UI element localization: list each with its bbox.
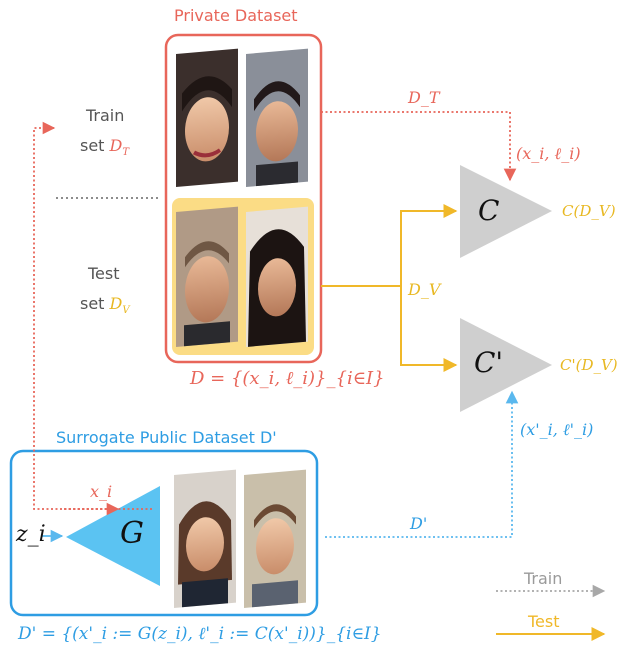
test-flow-label: D_V [408, 280, 441, 299]
public-dataset-definition: D' = {(x'_i := G(z_i), ℓ'_i := C(x'_i))}… [18, 624, 382, 644]
train-set-label: set DT [80, 136, 129, 158]
legend-test-label: Test [528, 612, 560, 631]
public-face-image-2 [244, 469, 306, 608]
test-label: Test [88, 264, 120, 283]
public-flow-label: D' [410, 514, 428, 533]
private-dataset-box [164, 33, 323, 364]
x-i-label: x_i [90, 482, 113, 501]
classifier-c-output: C(D_V) [562, 202, 616, 220]
train-face-image-1 [176, 48, 238, 187]
classifier-c-prime-output: C'(D_V) [560, 356, 618, 374]
test-set-prefix: set [80, 294, 105, 313]
classifier-c-prime-shape [460, 318, 552, 412]
test-face-image-1 [176, 206, 238, 347]
train-flow-arrow [321, 111, 517, 182]
classifier-c-shape [460, 165, 552, 258]
train-face-image-2 [246, 48, 308, 187]
private-dataset-title: Private Dataset [174, 6, 298, 25]
public-dataset-title: Surrogate Public Dataset D' [56, 428, 277, 447]
test-flow-to-c [400, 204, 458, 286]
private-sample-label: (x_i, ℓ_i) [516, 144, 581, 163]
generator-shape [66, 486, 160, 586]
classifier-c-prime-label: C' [474, 346, 504, 379]
train-label: Train [86, 106, 125, 125]
test-face-image-2 [246, 206, 308, 347]
private-dataset-definition: D = {(x_i, ℓ_i)}_{i∈I} [190, 368, 385, 389]
legend-train-label: Train [524, 569, 563, 588]
public-sample-label: (x'_i, ℓ'_i) [520, 420, 594, 439]
latent-z-label: z_i [16, 522, 46, 547]
test-set-label: set DV [80, 294, 130, 316]
test-set-symbol: DV [109, 294, 130, 317]
train-set-prefix: set [80, 136, 105, 155]
test-flow-to-c-prime [400, 286, 458, 372]
public-face-image-1 [174, 469, 236, 608]
public-flow-arrow [325, 390, 519, 538]
train-set-symbol: DT [109, 136, 130, 159]
generator-label: G [120, 516, 144, 551]
public-dataset-box [9, 449, 319, 617]
train-flow-label: D_T [408, 88, 440, 107]
classifier-c-label: C [478, 194, 500, 227]
